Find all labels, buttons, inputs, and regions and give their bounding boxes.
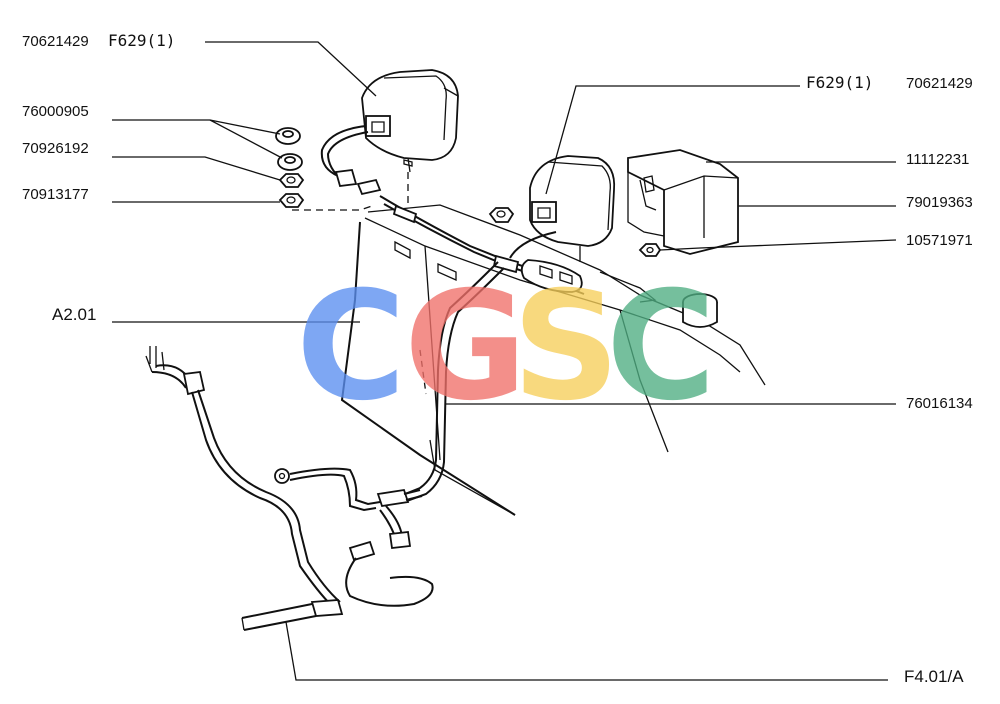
label-lamp-left-code: 70621429	[22, 33, 89, 50]
leader-lines	[112, 41, 897, 681]
harness-wires	[379, 195, 585, 503]
label-cable: F4.01/A	[904, 667, 964, 686]
watermark-letter-g: G	[404, 260, 527, 434]
labels: 70621429 F629(1) 76000905 70926192 70913…	[22, 31, 973, 686]
washer-lower-part	[277, 153, 303, 171]
label-bracket-nut: 10571971	[906, 232, 973, 249]
label-panel: A2.01	[52, 305, 96, 324]
bracket-cover-part	[627, 149, 739, 255]
label-bracket-cover: 11112231	[906, 151, 969, 168]
lamp-left	[361, 69, 459, 173]
label-washer-upper: 76000905	[22, 103, 89, 120]
body-panel	[340, 204, 766, 516]
label-bracket: 79019363	[906, 194, 973, 211]
assembly-lines	[292, 172, 427, 395]
nut-lower-part	[278, 193, 305, 208]
label-harness: 76016134	[906, 395, 973, 412]
watermark-letter-s: S	[512, 260, 620, 434]
cable-assembly	[145, 346, 434, 631]
nut-upper-part	[278, 173, 305, 188]
body-cap	[682, 293, 718, 328]
label-washer-lower: 70926192	[22, 140, 89, 157]
body-nut	[488, 207, 515, 223]
washer-upper-part	[275, 127, 301, 145]
label-lamp-left-ref: F629(1)	[108, 31, 175, 50]
watermark-letter-c1: C	[296, 260, 406, 434]
watermark-letter-c2: C	[606, 260, 716, 434]
lamp-right	[529, 155, 616, 262]
watermark: C G S C	[296, 260, 716, 434]
lamp-left-wire	[320, 125, 382, 196]
label-nut: 70913177	[22, 186, 89, 203]
bracket-nut-part	[638, 243, 662, 257]
label-lamp-right-code: 70621429	[906, 75, 973, 92]
label-lamp-right-ref: F629(1)	[806, 73, 873, 92]
